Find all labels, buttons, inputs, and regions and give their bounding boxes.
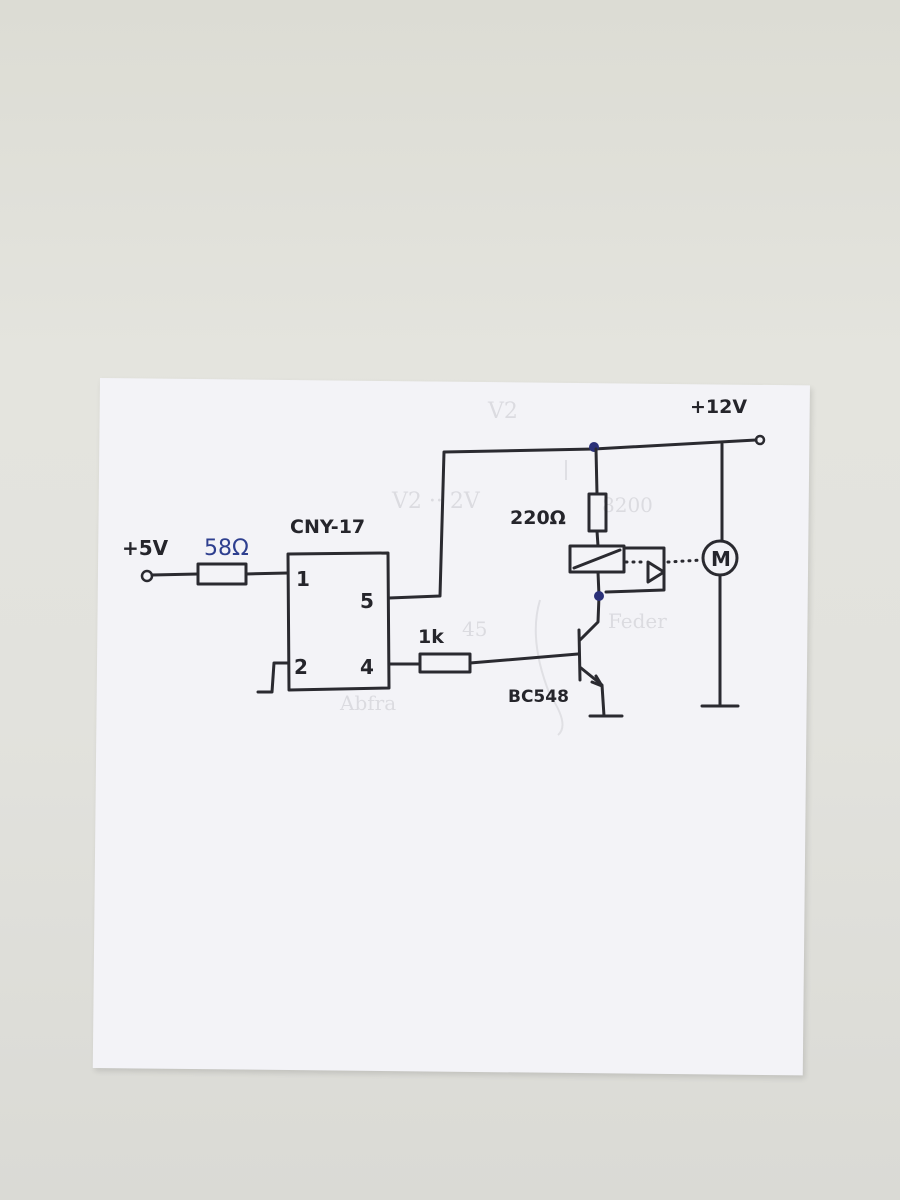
input-branch	[140, 562, 290, 586]
label-pin-5: 5	[360, 589, 374, 613]
relay-coil-diagonal	[572, 548, 622, 570]
label-58ohm: 58Ω	[204, 536, 249, 561]
label-5v: +5V	[122, 536, 169, 560]
supply-12v-branch	[568, 434, 766, 708]
transistor-collector	[578, 594, 601, 642]
emitter-arrow	[590, 674, 604, 688]
label-1k: 1k	[418, 626, 444, 648]
ghost-writing: V2 V2 ·· 2V 8200 Feder 45 Abfra	[339, 399, 667, 736]
base-branch	[418, 652, 580, 674]
flyback-loop	[604, 546, 666, 594]
svg-text:V2: V2	[487, 399, 518, 424]
transistor-emitter	[579, 666, 606, 718]
label-pin-1: 1	[296, 567, 310, 591]
relay-link-right	[666, 558, 704, 564]
resistor-1k	[418, 652, 472, 674]
diode-symbol	[646, 560, 666, 584]
wire-to-pin1	[244, 571, 290, 576]
optocoupler-body	[286, 551, 391, 692]
wire-to-base	[468, 652, 580, 665]
svg-text:V2 ·· 2V: V2 ·· 2V	[391, 489, 481, 514]
terminal-12v	[754, 434, 766, 446]
svg-text:Abfra: Abfra	[339, 691, 396, 715]
ground-pin2	[256, 661, 290, 694]
wire-pin5-to-12v	[387, 447, 596, 600]
label-cny17: CNY-17	[290, 516, 365, 538]
junction-collector	[594, 591, 604, 601]
label-12v: +12V	[690, 396, 747, 418]
input-terminal-5v	[140, 569, 154, 583]
label-220ohm: 220Ω	[510, 507, 566, 529]
transistor-base-bar	[577, 628, 582, 682]
svg-text:45: 45	[462, 617, 487, 641]
resistor-58ohm	[196, 562, 248, 586]
wire-input	[150, 572, 200, 577]
label-motor: M	[711, 547, 731, 571]
label-pin-4: 4	[360, 655, 374, 679]
optocoupler-cny17	[256, 447, 596, 694]
svg-text:Feder: Feder	[608, 609, 667, 633]
label-bc548: BC548	[508, 687, 569, 707]
wire-to-220	[594, 447, 599, 496]
label-pin-2: 2	[294, 655, 308, 679]
svg-text:8200: 8200	[602, 493, 653, 517]
wire-to-relay	[595, 529, 600, 548]
rail-12v	[592, 438, 758, 451]
transistor-bc548	[577, 594, 624, 718]
